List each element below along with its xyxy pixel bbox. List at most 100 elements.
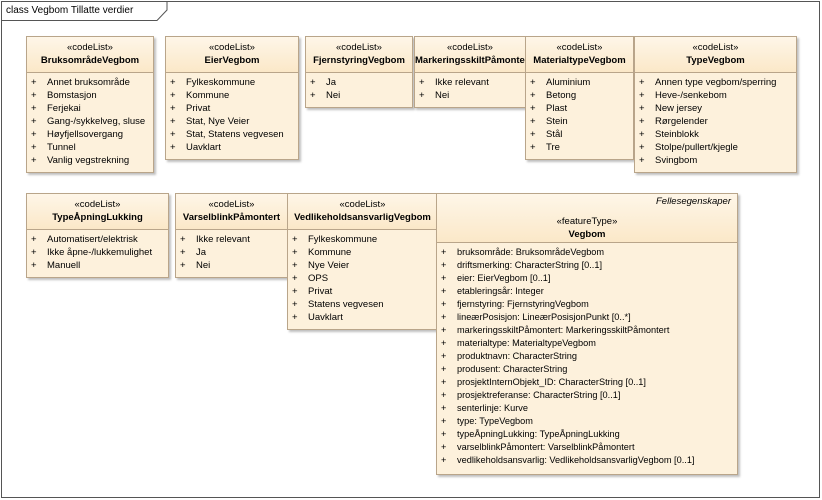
- attribute-item: +Ikke åpne-/lukkemulighet: [31, 246, 168, 259]
- attribute-item: +Automatisert/elektrisk: [31, 233, 168, 246]
- class-attributes: +bruksområde: BruksområdeVegbom+driftsme…: [437, 243, 737, 467]
- attribute-text: Annen type vegbom/sperring: [655, 77, 777, 88]
- class-typeapning[interactable]: «codeList» TypeÅpningLukking +Automatisert…: [26, 193, 169, 278]
- visibility-symbol: +: [639, 116, 645, 127]
- class-stereotype: «featureType»: [556, 216, 618, 227]
- attribute-item: + Stat, Statens vegvesen: [170, 128, 298, 141]
- attribute-text: Fylkeskommune: [308, 234, 378, 245]
- attribute-item: +Høyfjellsovergang: [31, 128, 153, 141]
- attribute-text: materialtype: MaterialtypeVegbom: [457, 338, 596, 348]
- visibility-symbol: +: [31, 77, 37, 88]
- visibility-symbol: +: [292, 234, 298, 245]
- attribute-item: +Bomstasjon: [31, 89, 153, 102]
- visibility-symbol: +: [292, 260, 298, 271]
- attribute-text: Stat, Nye Veier: [186, 116, 250, 127]
- visibility-symbol: +: [441, 442, 447, 452]
- attribute-item: +Ferjekai: [31, 102, 153, 115]
- attribute-item: +Uavklart: [170, 141, 298, 154]
- attribute-item: +Fylkeskommune: [170, 76, 298, 89]
- class-name: MaterialtypeVegbom: [533, 55, 626, 66]
- class-name: TypeÅpningLukking: [52, 212, 143, 223]
- class-bruksomrade[interactable]: «codeList»BruksområdeVegbom+Annet brukso…: [26, 36, 154, 173]
- visibility-symbol: +: [441, 299, 447, 309]
- attribute-item: +Statens vegvesen: [292, 298, 437, 311]
- class-vedlikehold[interactable]: «codeList»VedlikeholdsansvarligVegbom+Fy…: [287, 193, 438, 330]
- attribute-item: +Uavklart: [292, 311, 437, 324]
- attribute-text: Nei: [435, 90, 450, 101]
- visibility-symbol: +: [530, 129, 536, 140]
- frame-tab-outline: [2, 2, 168, 21]
- visibility-symbol: +: [292, 273, 298, 284]
- visibility-symbol: +: [292, 247, 298, 258]
- attribute-item: + Plast: [530, 102, 633, 115]
- attribute-text: Vanlig vegstrekning: [47, 155, 130, 166]
- visibility-symbol: +: [639, 103, 645, 114]
- class-header: «codeList»FjernstyringVegbom: [306, 37, 412, 73]
- visibility-symbol: +: [170, 116, 176, 127]
- attribute-item: +Privat: [170, 102, 298, 115]
- visibility-symbol: +: [180, 234, 186, 245]
- visibility-symbol: +: [170, 129, 176, 140]
- class-fjernstyring[interactable]: «codeList»FjernstyringVegbom + Ja+Nei: [305, 36, 413, 108]
- class-attributes: +Ikke relevant+Nei: [415, 73, 525, 102]
- visibility-symbol: +: [170, 103, 176, 114]
- attribute-text: Stål: [546, 129, 563, 140]
- visibility-symbol: +: [441, 416, 447, 426]
- attribute-text: Plast: [546, 103, 568, 114]
- attribute-text: Uavklart: [186, 142, 221, 153]
- attribute-text: Aluminium: [546, 77, 591, 88]
- attribute-text: vedlikeholdsansvarlig: Vedlikeholdsansva…: [457, 455, 695, 465]
- attribute-item: +markeringsskiltPåmontert: Markeringsski…: [441, 324, 737, 337]
- visibility-symbol: +: [530, 77, 536, 88]
- attribute-text: Ja: [326, 77, 337, 88]
- attribute-item: +materialtype: MaterialtypeVegbom: [441, 337, 737, 350]
- class-attributes: +Fylkeskommune+Kommune+Nye Veier+OPS+Pri…: [288, 230, 437, 324]
- attribute-item: +Svingbom: [639, 154, 796, 167]
- attribute-text: Høyfjellsovergang: [47, 129, 124, 140]
- visibility-symbol: +: [292, 299, 298, 310]
- class-materialtype[interactable]: «codeList»MaterialtypeVegbom+Aluminium+B…: [525, 36, 634, 160]
- attribute-text: Steinblokk: [655, 129, 699, 140]
- visibility-symbol: +: [441, 273, 447, 283]
- visibility-symbol: +: [639, 129, 645, 140]
- visibility-symbol: +: [310, 90, 316, 101]
- attribute-item: +Stolpe/pullert/kjegle: [639, 141, 796, 154]
- visibility-symbol: +: [170, 90, 176, 101]
- visibility-symbol: +: [530, 116, 536, 127]
- attribute-text: Tunnel: [47, 142, 76, 153]
- class-markeringsskilt[interactable]: «codeList»MarkeringsskiltPåmontert+Ikke …: [414, 36, 526, 108]
- attribute-item: +eier: EierVegbom [0..1]: [441, 272, 737, 285]
- attribute-text: Manuell: [47, 260, 81, 271]
- attribute-text: typeÅpningLukking: TypeÅpningLukking: [457, 429, 620, 439]
- visibility-symbol: +: [31, 260, 37, 271]
- attribute-item: +Tre: [530, 141, 633, 154]
- visibility-symbol: +: [530, 103, 536, 114]
- attribute-text: Bomstasjon: [47, 90, 97, 101]
- class-varselblink[interactable]: «codeList»VarselblinkPåmontert+Ikke rele…: [175, 193, 288, 278]
- class-eier[interactable]: «codeList»EierVegbom+Fylkeskommune+Kommu…: [165, 36, 299, 160]
- attribute-text: Stat, Statens vegvesen: [186, 129, 284, 140]
- class-header: «codeList»MaterialtypeVegbom: [526, 37, 633, 73]
- attribute-item: +Nei: [310, 89, 412, 102]
- class-name: BruksområdeVegbom: [40, 55, 140, 66]
- class-stereotype: «codeList»: [692, 42, 739, 53]
- visibility-symbol: +: [441, 429, 447, 439]
- attribute-item: +Annen type vegbom/sperring: [639, 76, 796, 89]
- class-stereotype: «codeList»: [74, 199, 121, 210]
- attribute-text: varselblinkPåmontert: VarselblinkPåmonte…: [457, 442, 635, 452]
- visibility-symbol: +: [530, 90, 536, 101]
- frame-title: class Vegbom Tillatte verdier: [2, 2, 148, 20]
- attribute-text: Nye Veier: [308, 260, 350, 271]
- attribute-text: Ferjekai: [47, 103, 81, 114]
- class-vegbom[interactable]: Fellesegenskaper«featureType»Vegbom+bruk…: [436, 193, 738, 475]
- attribute-item: +OPS: [292, 272, 437, 285]
- attribute-item: +produsent: CharacterString: [441, 363, 737, 376]
- class-typevegbom[interactable]: «codeList»TypeVegbom+Annen type vegbom/s…: [634, 36, 797, 173]
- attribute-text: Ja: [196, 247, 207, 258]
- visibility-symbol: +: [31, 142, 37, 153]
- class-name: VedlikeholdsansvarligVegbom: [294, 212, 431, 223]
- visibility-symbol: +: [441, 364, 447, 374]
- visibility-symbol: +: [31, 116, 37, 127]
- attribute-text: bruksområde: BruksområdeVegbom: [457, 247, 605, 257]
